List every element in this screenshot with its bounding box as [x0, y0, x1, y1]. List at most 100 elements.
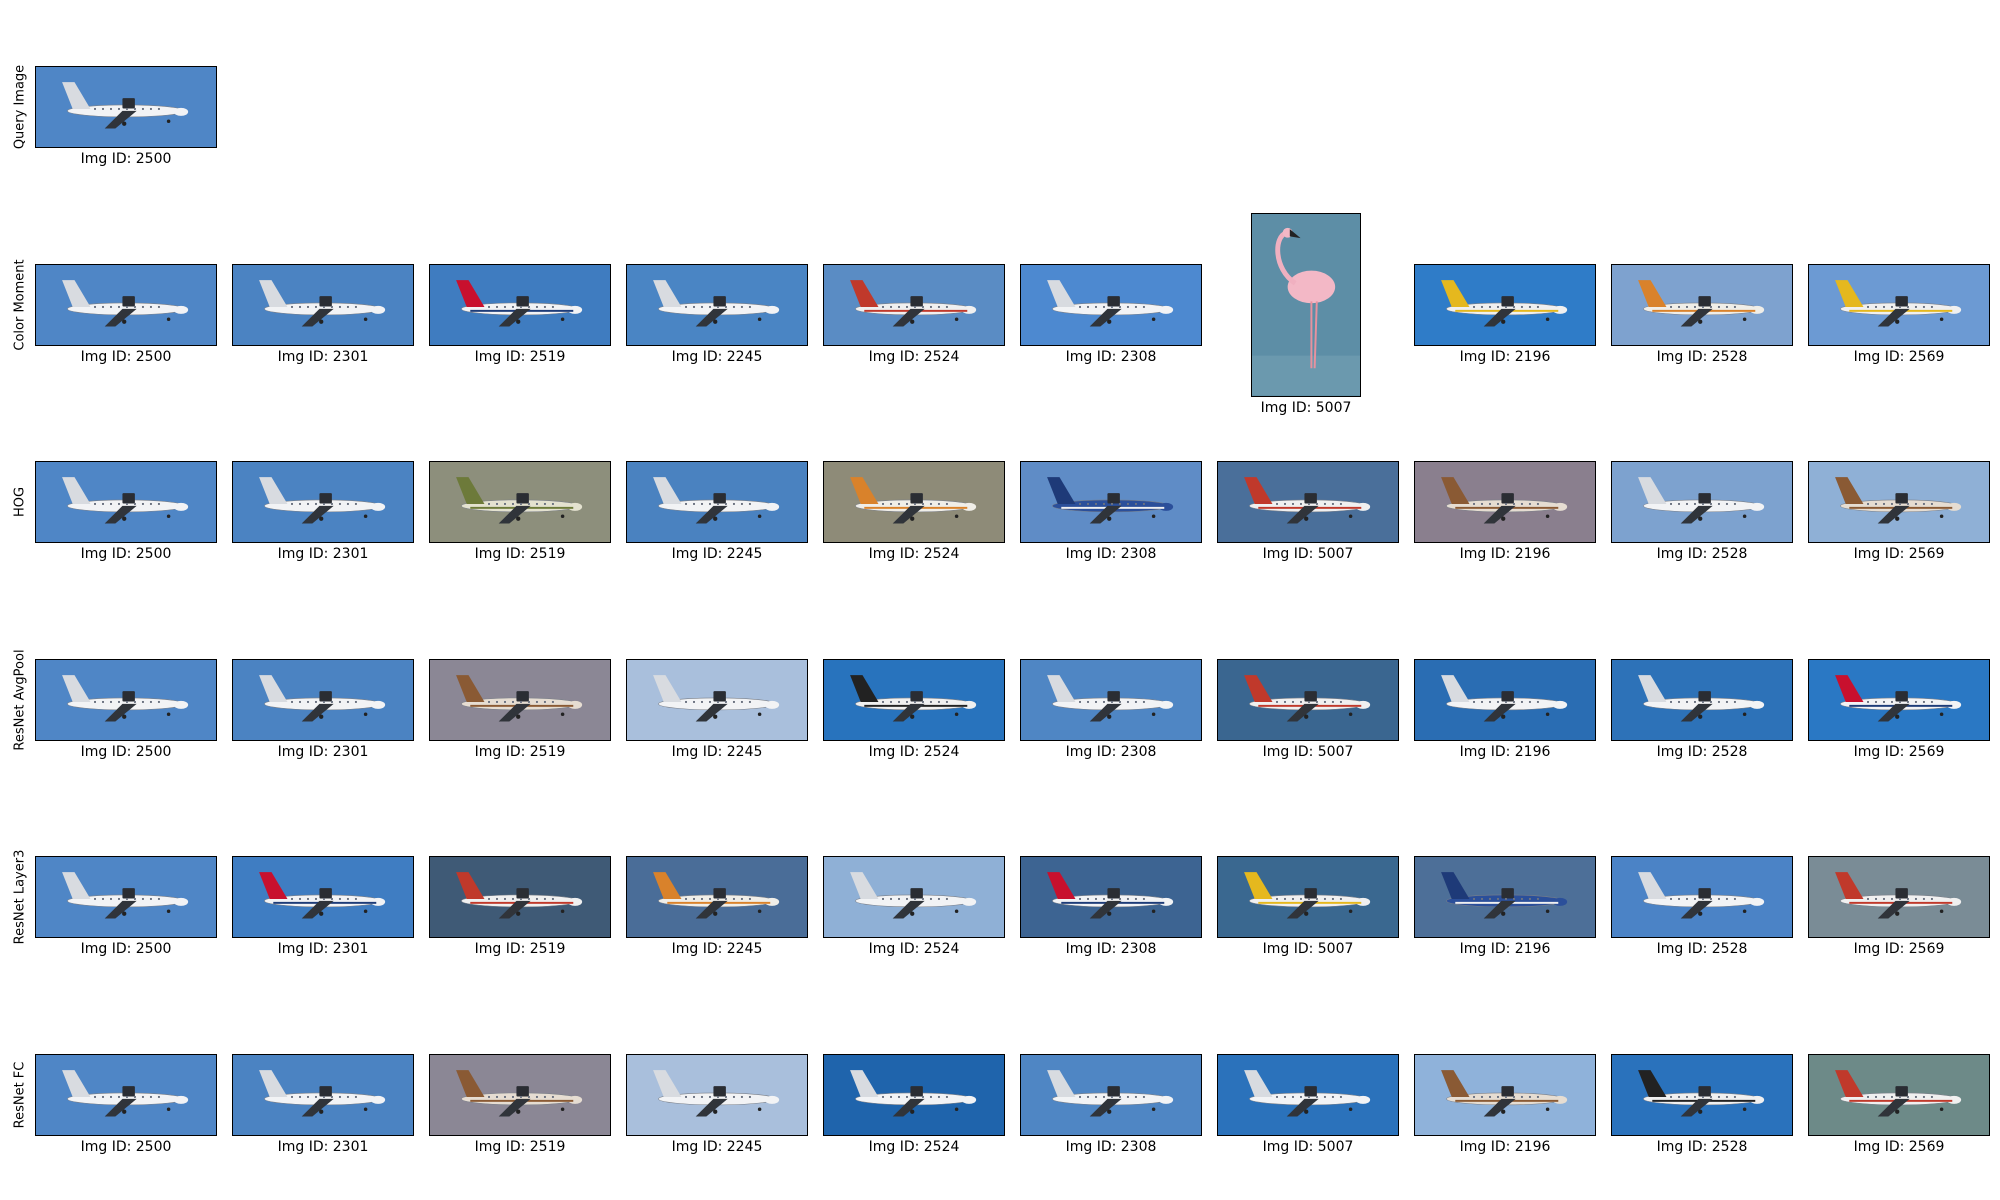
image-id-caption: Img ID: 2308 — [1065, 546, 1157, 562]
airplane-silhouette — [1638, 280, 1765, 327]
thumbnail-image — [1613, 857, 1791, 937]
row-label: ResNet Layer3 — [12, 849, 28, 945]
result-thumbnail[interactable] — [1020, 659, 1202, 741]
result-thumbnail[interactable] — [232, 856, 414, 938]
result-thumbnail[interactable] — [1611, 659, 1793, 741]
result-thumbnail[interactable] — [1611, 856, 1793, 938]
result-thumbnail[interactable] — [35, 659, 217, 741]
result-thumbnail[interactable] — [626, 659, 808, 741]
airplane-silhouette — [456, 280, 583, 327]
image-id-caption: Img ID: 2569 — [1853, 1139, 1945, 1155]
result-thumbnail[interactable] — [1217, 1054, 1399, 1136]
result-thumbnail[interactable] — [1611, 1054, 1793, 1136]
thumbnail-image — [234, 462, 412, 542]
result-thumbnail[interactable] — [35, 66, 217, 148]
image-id-caption: Img ID: 2500 — [80, 546, 172, 562]
result-thumbnail[interactable] — [35, 1054, 217, 1136]
thumbnail-image — [1810, 265, 1988, 345]
result-thumbnail[interactable] — [232, 659, 414, 741]
result-thumbnail[interactable] — [1611, 461, 1793, 543]
airplane-silhouette — [1047, 872, 1174, 919]
result-thumbnail[interactable] — [1414, 856, 1596, 938]
result-thumbnail-flamingo[interactable] — [1251, 213, 1361, 397]
result-thumbnail[interactable] — [1808, 659, 1990, 741]
result-thumbnail[interactable] — [429, 264, 611, 346]
result-thumbnail[interactable] — [823, 856, 1005, 938]
thumbnail-image — [1022, 660, 1200, 740]
result-thumbnail[interactable] — [823, 264, 1005, 346]
image-id-caption: Img ID: 2245 — [671, 349, 763, 365]
airplane-silhouette — [1835, 280, 1962, 327]
image-id-caption: Img ID: 2500 — [80, 349, 172, 365]
row-label: ResNet FC — [12, 1061, 28, 1129]
thumbnail-image — [37, 265, 215, 345]
airplane-silhouette — [1638, 872, 1765, 919]
thumbnail-image — [1613, 660, 1791, 740]
result-thumbnail[interactable] — [35, 461, 217, 543]
image-id-caption: Img ID: 2196 — [1459, 546, 1551, 562]
row-label: Color Moment — [12, 259, 28, 351]
image-id-caption: Img ID: 2569 — [1853, 744, 1945, 760]
result-thumbnail[interactable] — [1808, 461, 1990, 543]
thumbnail-image — [1416, 265, 1594, 345]
thumbnail-image — [1416, 462, 1594, 542]
thumbnail-image — [1219, 660, 1397, 740]
thumbnail-image — [825, 265, 1003, 345]
airplane-silhouette — [1441, 477, 1568, 524]
result-thumbnail[interactable] — [429, 1054, 611, 1136]
result-thumbnail[interactable] — [1020, 856, 1202, 938]
airplane-silhouette — [1638, 675, 1765, 722]
airplane-silhouette — [653, 477, 780, 524]
image-id-caption: Img ID: 2301 — [277, 546, 369, 562]
result-thumbnail[interactable] — [626, 856, 808, 938]
result-thumbnail[interactable] — [1414, 264, 1596, 346]
thumbnail-image — [825, 462, 1003, 542]
result-thumbnail[interactable] — [626, 264, 808, 346]
airplane-silhouette — [1244, 477, 1371, 524]
airplane-silhouette — [1047, 675, 1174, 722]
airplane-silhouette — [1441, 280, 1568, 327]
result-thumbnail[interactable] — [232, 264, 414, 346]
image-id-caption: Img ID: 5007 — [1262, 744, 1354, 760]
result-thumbnail[interactable] — [823, 461, 1005, 543]
result-thumbnail[interactable] — [626, 1054, 808, 1136]
image-id-caption: Img ID: 2301 — [277, 941, 369, 957]
airplane-silhouette — [850, 675, 977, 722]
result-thumbnail[interactable] — [35, 264, 217, 346]
result-thumbnail[interactable] — [626, 461, 808, 543]
result-thumbnail[interactable] — [1414, 659, 1596, 741]
airplane-silhouette — [850, 280, 977, 327]
result-thumbnail[interactable] — [1020, 461, 1202, 543]
result-thumbnail[interactable] — [823, 1054, 1005, 1136]
thumbnail-image — [1022, 462, 1200, 542]
image-id-caption: Img ID: 2308 — [1065, 1139, 1157, 1155]
airplane-silhouette — [653, 872, 780, 919]
result-thumbnail[interactable] — [1808, 856, 1990, 938]
result-thumbnail[interactable] — [1020, 1054, 1202, 1136]
result-thumbnail[interactable] — [1808, 264, 1990, 346]
thumbnail-image — [1219, 1055, 1397, 1135]
result-thumbnail[interactable] — [429, 461, 611, 543]
result-thumbnail[interactable] — [35, 856, 217, 938]
image-id-caption: Img ID: 2196 — [1459, 744, 1551, 760]
thumbnail-image — [628, 1055, 806, 1135]
image-id-caption: Img ID: 2519 — [474, 941, 566, 957]
airplane-silhouette — [62, 280, 189, 327]
result-thumbnail[interactable] — [1020, 264, 1202, 346]
result-thumbnail[interactable] — [823, 659, 1005, 741]
result-thumbnail[interactable] — [1217, 856, 1399, 938]
airplane-silhouette — [1244, 872, 1371, 919]
result-thumbnail[interactable] — [232, 1054, 414, 1136]
result-thumbnail[interactable] — [1808, 1054, 1990, 1136]
result-thumbnail[interactable] — [1414, 1054, 1596, 1136]
result-thumbnail[interactable] — [1611, 264, 1793, 346]
airplane-silhouette — [62, 477, 189, 524]
result-thumbnail[interactable] — [1217, 659, 1399, 741]
result-thumbnail[interactable] — [1414, 461, 1596, 543]
result-thumbnail[interactable] — [429, 856, 611, 938]
result-thumbnail[interactable] — [232, 461, 414, 543]
result-thumbnail[interactable] — [429, 659, 611, 741]
result-thumbnail[interactable] — [1217, 461, 1399, 543]
thumbnail-image — [234, 857, 412, 937]
image-id-caption: Img ID: 2519 — [474, 349, 566, 365]
